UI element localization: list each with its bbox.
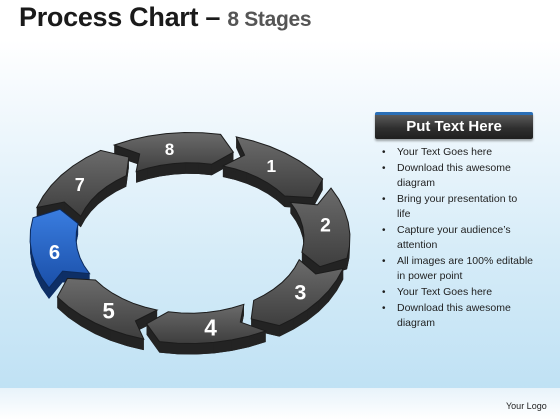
stage-segment-wall xyxy=(295,210,300,230)
stage-segment-wall xyxy=(211,152,234,176)
stage-segment-wall xyxy=(95,323,111,341)
title-subtitle: 8 Stages xyxy=(227,8,312,31)
bullet-item: •Capture your audience’s attention xyxy=(382,224,511,251)
stage-segment-face xyxy=(112,131,235,173)
stage-segment-wall xyxy=(185,162,199,174)
stage-segment-wall xyxy=(347,246,350,270)
page-title: Process Chart – 8 Stages xyxy=(19,2,312,33)
stage-segment-3: 3 xyxy=(250,258,345,337)
bullet-list: •Your Text Goes here •Download this awes… xyxy=(375,145,533,331)
stage-segment-8: 8 xyxy=(112,131,235,183)
stage-segment-wall xyxy=(300,218,303,238)
stage-number-label: 8 xyxy=(165,140,174,159)
stage-segment-wall xyxy=(198,163,212,176)
stage-segment-wall xyxy=(35,265,42,288)
stage-segment-wall xyxy=(276,189,285,207)
stage-segment-wall xyxy=(301,252,320,278)
stage-segment-4: 4 xyxy=(145,303,268,355)
bullet-item: •Your Text Goes here xyxy=(382,146,493,158)
bullet-dot-icon: • xyxy=(382,287,386,298)
stage-segment-wall xyxy=(136,168,148,183)
stage-segment-wall xyxy=(235,168,247,184)
stage-segment-2: 2 xyxy=(289,187,351,278)
footer-logo: Your Logo xyxy=(506,401,547,411)
stage-number-label: 7 xyxy=(75,175,85,195)
stage-number-label: 1 xyxy=(266,156,276,176)
stage-segment-face xyxy=(145,303,268,345)
bullet-dot-icon: • xyxy=(382,225,386,236)
stage-segment-wall xyxy=(267,182,277,201)
stage-number-label: 6 xyxy=(49,242,60,264)
stage-segment-face xyxy=(221,136,324,199)
stage-segment-wall xyxy=(41,277,49,299)
stage-segment-face xyxy=(29,208,91,289)
stage-segment-wall xyxy=(318,290,329,312)
stage-segment-wall xyxy=(195,342,214,355)
stage-segment-wall xyxy=(307,300,319,321)
bullet-item: •All images are 100% editable in power p… xyxy=(382,255,533,282)
stage-segment-wall xyxy=(49,271,63,299)
stage-segment-wall xyxy=(177,343,196,355)
bullet-item: •Download this awesome diagram xyxy=(382,302,511,329)
stage-number-label: 3 xyxy=(294,280,306,304)
stage-segment-wall xyxy=(279,318,294,337)
stage-segment-5: 5 xyxy=(56,277,159,351)
stage-segment-wall xyxy=(91,193,99,212)
stage-segment-wall xyxy=(135,310,158,332)
stage-segment-wall xyxy=(85,200,92,220)
bullet-dot-icon: • xyxy=(382,147,386,158)
footer-band xyxy=(0,388,560,420)
panel-header: Put Text Here xyxy=(375,112,533,139)
stage-segment-wall xyxy=(106,180,116,198)
stage-segment-wall xyxy=(213,339,232,354)
stage-segment-1: 1 xyxy=(221,136,324,209)
stage-number-label: 4 xyxy=(204,314,217,340)
stage-segment-face xyxy=(56,277,159,340)
stage-number-label: 2 xyxy=(320,216,331,237)
title-main: Process Chart xyxy=(19,2,199,32)
bullet-item: •Your Text Goes here xyxy=(382,286,493,298)
stage-segment-face xyxy=(35,149,130,218)
stage-segment-wall xyxy=(159,341,178,355)
bullet-item: •Bring your presentation to life xyxy=(382,193,518,220)
stage-segment-wall xyxy=(160,163,173,177)
stage-segment-wall xyxy=(173,162,186,175)
stage-segment-face xyxy=(250,258,345,327)
stage-segment-wall xyxy=(312,179,323,209)
stage-segment-wall xyxy=(114,145,140,165)
bullet-dot-icon: • xyxy=(382,194,386,205)
bullet-item: •Download this awesome diagram xyxy=(382,162,511,189)
stage-segment-wall xyxy=(231,336,250,351)
stage-segment-wall xyxy=(81,315,95,334)
stage-segment-wall xyxy=(98,186,107,205)
stage-segment-wall xyxy=(64,202,81,228)
stage-segment-wall xyxy=(76,223,79,244)
stage-segment-wall xyxy=(328,279,337,302)
stage-segment-wall xyxy=(31,253,36,277)
stage-segment-wall xyxy=(251,318,280,337)
bullet-dot-icon: • xyxy=(382,303,386,314)
stage-number-label: 5 xyxy=(103,299,115,324)
title-dash: – xyxy=(205,2,221,32)
stage-segment-7: 7 xyxy=(35,149,130,228)
stage-segments: 8 1 7 2 6 3 5 4 xyxy=(29,131,351,355)
text-panel: Put Text Here •Your Text Goes here •Down… xyxy=(375,112,533,332)
stage-segment-wall xyxy=(80,208,86,228)
bullet-dot-icon: • xyxy=(382,256,386,267)
stage-segment-wall xyxy=(147,165,161,180)
stage-segment-wall xyxy=(293,310,308,330)
bullet-dot-icon: • xyxy=(382,163,386,174)
stage-segment-wall xyxy=(68,306,81,327)
stage-segment-face xyxy=(289,187,351,268)
